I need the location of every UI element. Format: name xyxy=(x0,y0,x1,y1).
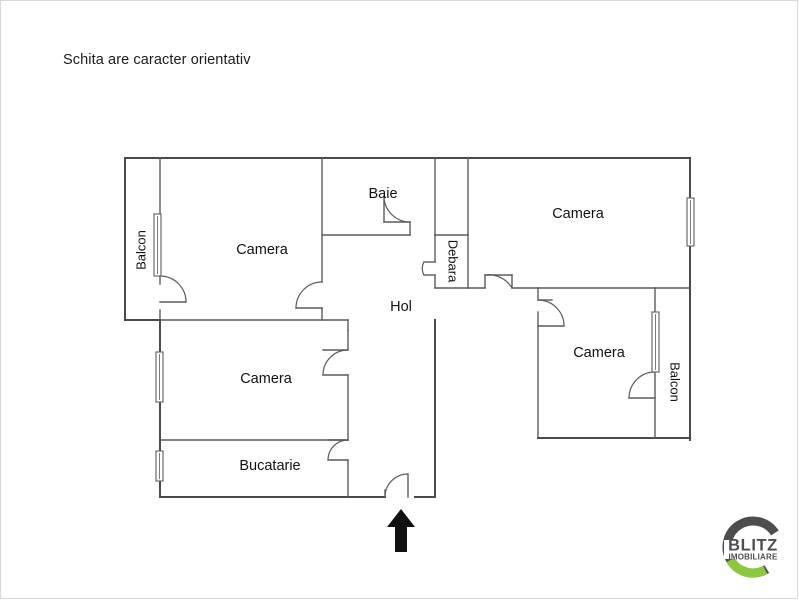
room-label-balcon-right: Balcon xyxy=(668,362,683,402)
logo-ring-accent xyxy=(722,516,784,578)
window-camera-mid-left xyxy=(155,351,164,403)
window-balcon-right xyxy=(651,311,660,373)
interior-walls xyxy=(159,157,691,498)
room-label-camera-bottom-right: Camera xyxy=(573,345,626,361)
window-camera-top-right xyxy=(686,197,695,247)
window-balcon-left xyxy=(153,213,162,277)
room-labels: Balcon Camera Baie Debara Camera Hol Cam… xyxy=(133,186,682,474)
entrance-arrow-icon xyxy=(387,509,415,552)
disclaimer-text: Schita are caracter orientativ xyxy=(63,52,251,68)
room-label-baie: Baie xyxy=(368,186,397,202)
blitz-imobiliare-logo: BLITZ IMOBILIARE xyxy=(718,512,788,582)
room-label-debara: Debara xyxy=(446,240,461,283)
room-label-camera-top-right: Camera xyxy=(552,206,605,222)
room-label-camera-top-left: Camera xyxy=(236,242,289,258)
room-label-balcon-left: Balcon xyxy=(133,230,148,270)
door-swing-arcs xyxy=(159,195,656,498)
logo-brand-bottom: IMOBILIARE xyxy=(728,553,778,562)
exterior-walls xyxy=(124,157,691,498)
room-label-hol: Hol xyxy=(390,299,412,315)
room-label-camera-mid-left: Camera xyxy=(240,371,293,387)
room-label-bucatarie: Bucatarie xyxy=(239,458,300,474)
windows xyxy=(153,197,695,482)
logo-graphic: BLITZ IMOBILIARE xyxy=(722,516,784,578)
window-bucatarie xyxy=(155,450,164,482)
logo-brand-top: BLITZ xyxy=(728,537,778,555)
